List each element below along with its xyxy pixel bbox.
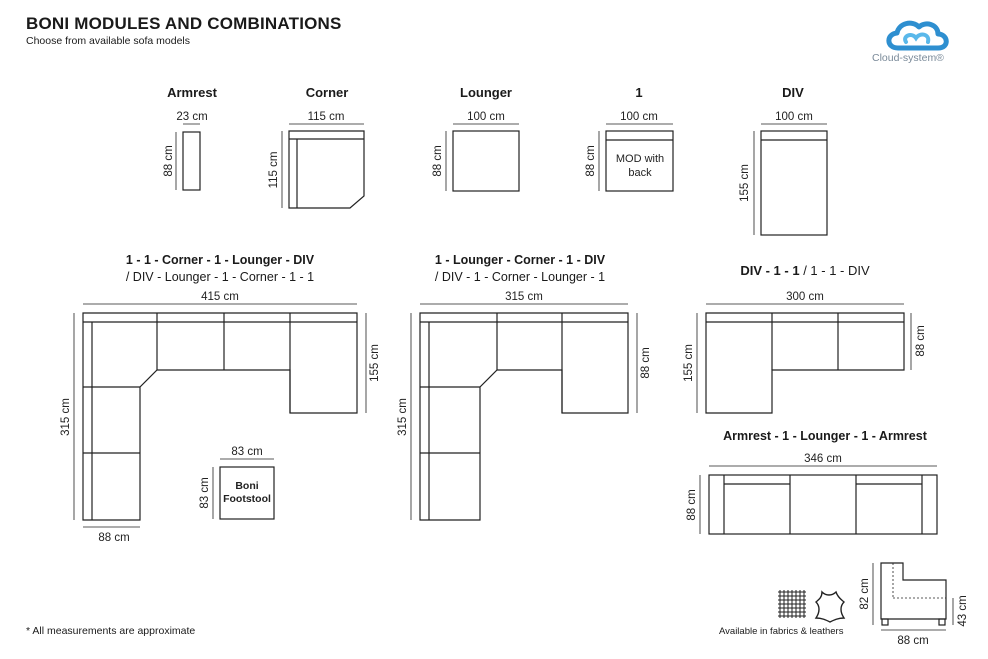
combo3-title-main: DIV - 1 - 1 [740, 263, 800, 278]
module-title-div: DIV [782, 85, 804, 100]
combo2-title-main: 1 - Lounger - Corner - 1 - DIV [434, 253, 606, 267]
sofa-profile [880, 562, 947, 626]
measurement-note: * All measurements are approximate [26, 625, 196, 637]
combo1-title-main: 1 - 1 - Corner - 1 - Lounger - DIV [125, 253, 315, 267]
armrest-depth-label: 88 cm [163, 145, 175, 176]
page-subtitle: Choose from available sofa models [26, 35, 191, 47]
logo-text: Cloud-system® [872, 52, 944, 64]
combo2-height-label: 315 cm [397, 398, 409, 436]
one-module-label-2: back [628, 167, 652, 179]
lounger-depth-label: 88 cm [432, 145, 444, 176]
armrest-module [182, 131, 201, 191]
corner-module [288, 130, 365, 209]
module-title-one: 1 [635, 85, 643, 100]
corner-depth-label: 115 cm [268, 152, 280, 189]
profile-depth-label: 88 cm [897, 635, 928, 647]
combo4-title: Armrest - 1 - Lounger - 1 - Armrest [700, 428, 950, 445]
combo2-title: 1 - Lounger - Corner - 1 - DIV / DIV - 1… [400, 252, 640, 286]
lounger-width-label: 100 cm [467, 111, 505, 123]
combo2-layout [419, 312, 629, 521]
combo1-right-depth-label: 155 cm [369, 344, 381, 382]
combo1-title: 1 - 1 - Corner - 1 - Lounger - DIV / DIV… [80, 252, 360, 286]
combo4-title-main: Armrest - 1 - Lounger - 1 - Armrest [723, 429, 927, 443]
profile-height-label: 82 cm [859, 578, 871, 609]
cloud-logo-icon [886, 20, 949, 51]
armrest-width-label: 23 cm [176, 111, 207, 123]
combo1-title-alt: / DIV - Lounger - 1 - Corner - 1 - 1 [125, 270, 315, 284]
availability-text: Available in fabrics & leathers [719, 626, 844, 637]
combo2-right-depth-label: 88 cm [640, 347, 652, 378]
combo4-width-label: 346 cm [804, 453, 842, 465]
one-module [605, 130, 674, 192]
combo3-right-depth-label: 88 cm [915, 325, 927, 356]
footstool-label-1: Boni [235, 480, 258, 492]
module-title-armrest: Armrest [167, 85, 217, 100]
combo2-width-label: 315 cm [505, 291, 543, 303]
profile-seat-height-label: 43 cm [957, 595, 969, 626]
combo3-left-depth-label: 155 cm [683, 344, 695, 382]
div-module [760, 130, 828, 236]
combo3-title: DIV - 1 - 1 / 1 - 1 - DIV [700, 262, 910, 279]
footstool-depth-label: 83 cm [199, 477, 211, 508]
one-depth-label: 88 cm [585, 145, 597, 176]
footstool-width-label: 83 cm [231, 446, 262, 458]
combo2-title-alt: / DIV - 1 - Corner - Lounger - 1 [434, 270, 606, 284]
lounger-module [452, 130, 520, 192]
fabric-weave-icon [778, 590, 806, 618]
one-module-label-1: MOD with [616, 153, 664, 165]
corner-back-line [289, 138, 364, 208]
combo4-depth-label: 88 cm [686, 489, 698, 520]
corner-width-label: 115 cm [308, 111, 345, 123]
combo3-width-label: 300 cm [786, 291, 824, 303]
one-width-label: 100 cm [620, 111, 658, 123]
leather-hide-icon [814, 590, 846, 623]
div-depth-label: 155 cm [739, 164, 751, 202]
footstool-label-2: Footstool [223, 493, 271, 505]
module-title-corner: Corner [305, 85, 349, 100]
div-width-label: 100 cm [775, 111, 813, 123]
module-title-lounger: Lounger [460, 85, 512, 100]
page-title: BONI MODULES AND COMBINATIONS [26, 14, 342, 33]
combo1-bottom-depth-label: 88 cm [98, 532, 129, 544]
combo3-title-alt: / 1 - 1 - DIV [803, 263, 870, 278]
combo1-layout [82, 312, 358, 521]
combo1-width-label: 415 cm [201, 291, 239, 303]
combo1-height-label: 315 cm [60, 398, 72, 436]
combo4-layout [708, 474, 938, 535]
footstool-module [219, 466, 275, 520]
combo3-layout [705, 312, 905, 414]
